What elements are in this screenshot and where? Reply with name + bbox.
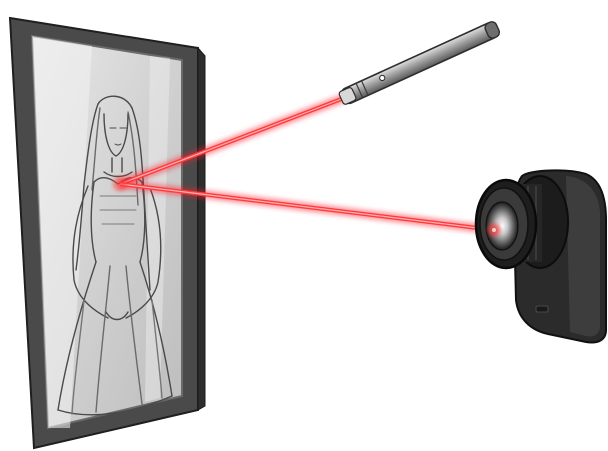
lens-barrel xyxy=(476,176,568,268)
device-face-highlight xyxy=(566,176,600,337)
laser-hit-spot xyxy=(113,177,127,191)
framed-portrait xyxy=(10,18,205,448)
pointer-body xyxy=(340,21,500,105)
laser-pointer xyxy=(338,20,501,106)
frame-side xyxy=(198,48,205,410)
device-port xyxy=(536,306,548,312)
camera-lens-device xyxy=(476,170,606,342)
